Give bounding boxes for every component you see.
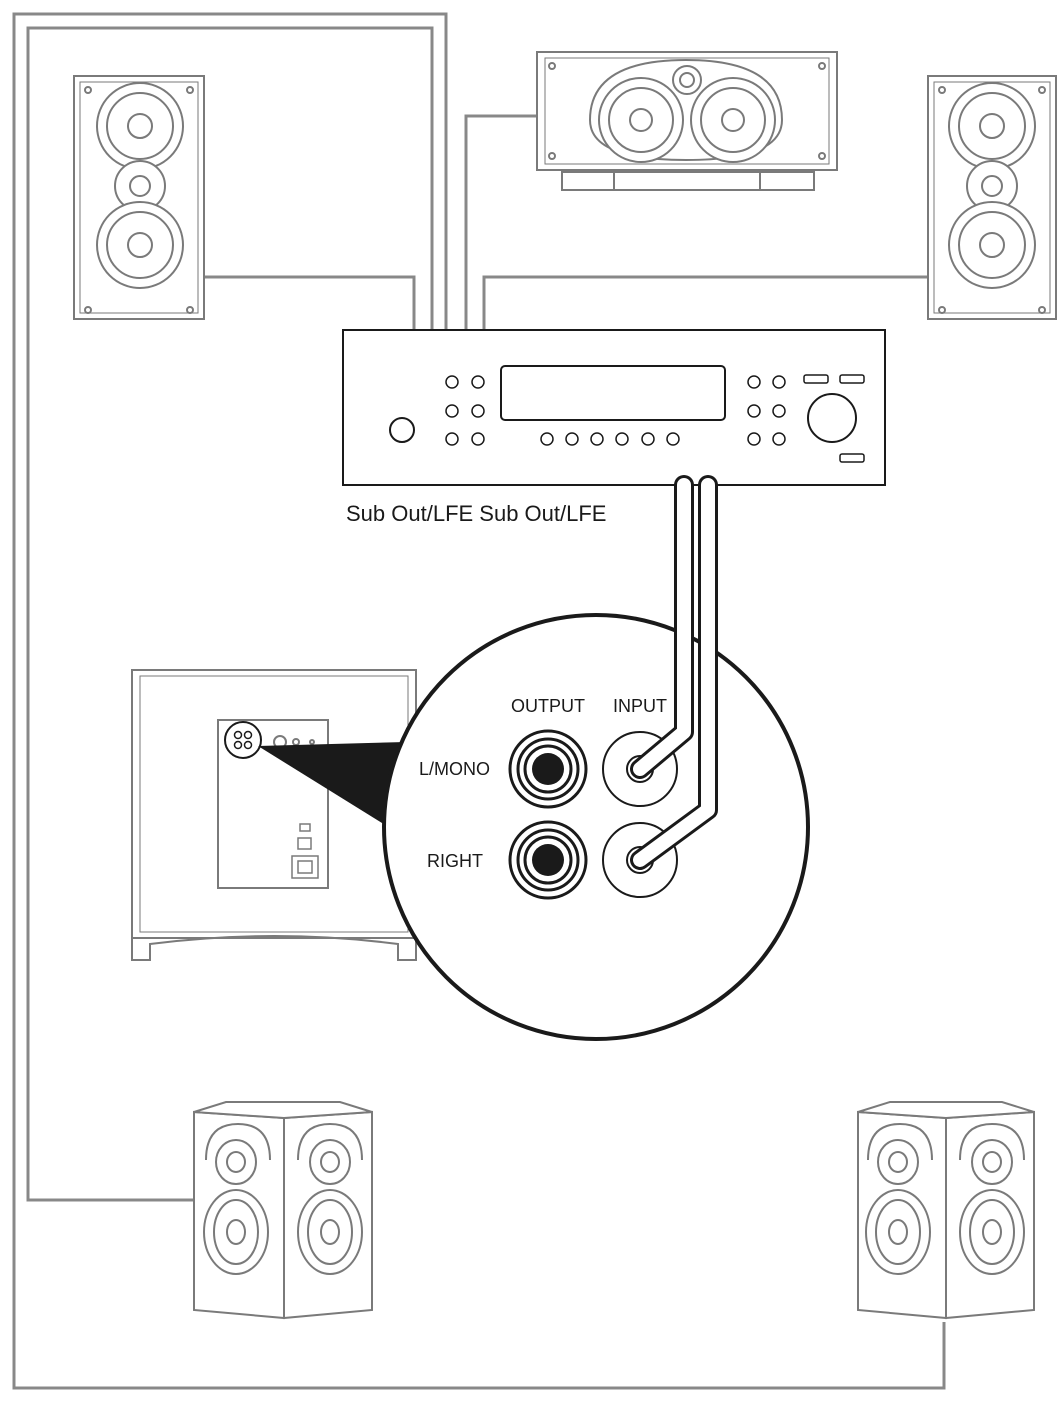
left-surround-speaker <box>193 1101 373 1320</box>
sub-out-label: Sub Out/LFE Sub Out/LFE <box>346 501 606 526</box>
right-label: RIGHT <box>427 851 483 871</box>
center-speaker <box>536 51 838 191</box>
right-surround-speaker <box>857 1101 1035 1320</box>
output-label: OUTPUT <box>511 696 585 716</box>
zoom-detail: OUTPUT INPUT L/MONO RIGHT <box>382 613 810 1041</box>
input-label: INPUT <box>613 696 667 716</box>
front-right-speaker <box>927 75 1057 320</box>
av-receiver <box>342 329 886 486</box>
wire-front-left <box>204 275 416 330</box>
sub-jack-highlight <box>224 721 262 759</box>
speaker-wires <box>12 12 946 1390</box>
output-jack-right <box>508 820 588 900</box>
wire-right-surround <box>12 12 946 1390</box>
power-button-icon <box>389 417 415 443</box>
wire-front-right <box>482 275 928 330</box>
receiver-display <box>500 365 726 421</box>
zoom-wedge <box>258 742 406 828</box>
wire-left-surround <box>26 26 434 1202</box>
wire-center <box>464 114 540 330</box>
input-button-row <box>540 432 680 446</box>
output-jack-l-mono <box>508 729 588 809</box>
left-button-grid <box>445 375 485 446</box>
volume-knob-icon <box>807 393 857 443</box>
l-mono-label: L/MONO <box>419 759 490 779</box>
sub-cables <box>630 475 718 870</box>
front-left-speaker <box>73 75 205 320</box>
right-button-grid <box>747 375 786 446</box>
